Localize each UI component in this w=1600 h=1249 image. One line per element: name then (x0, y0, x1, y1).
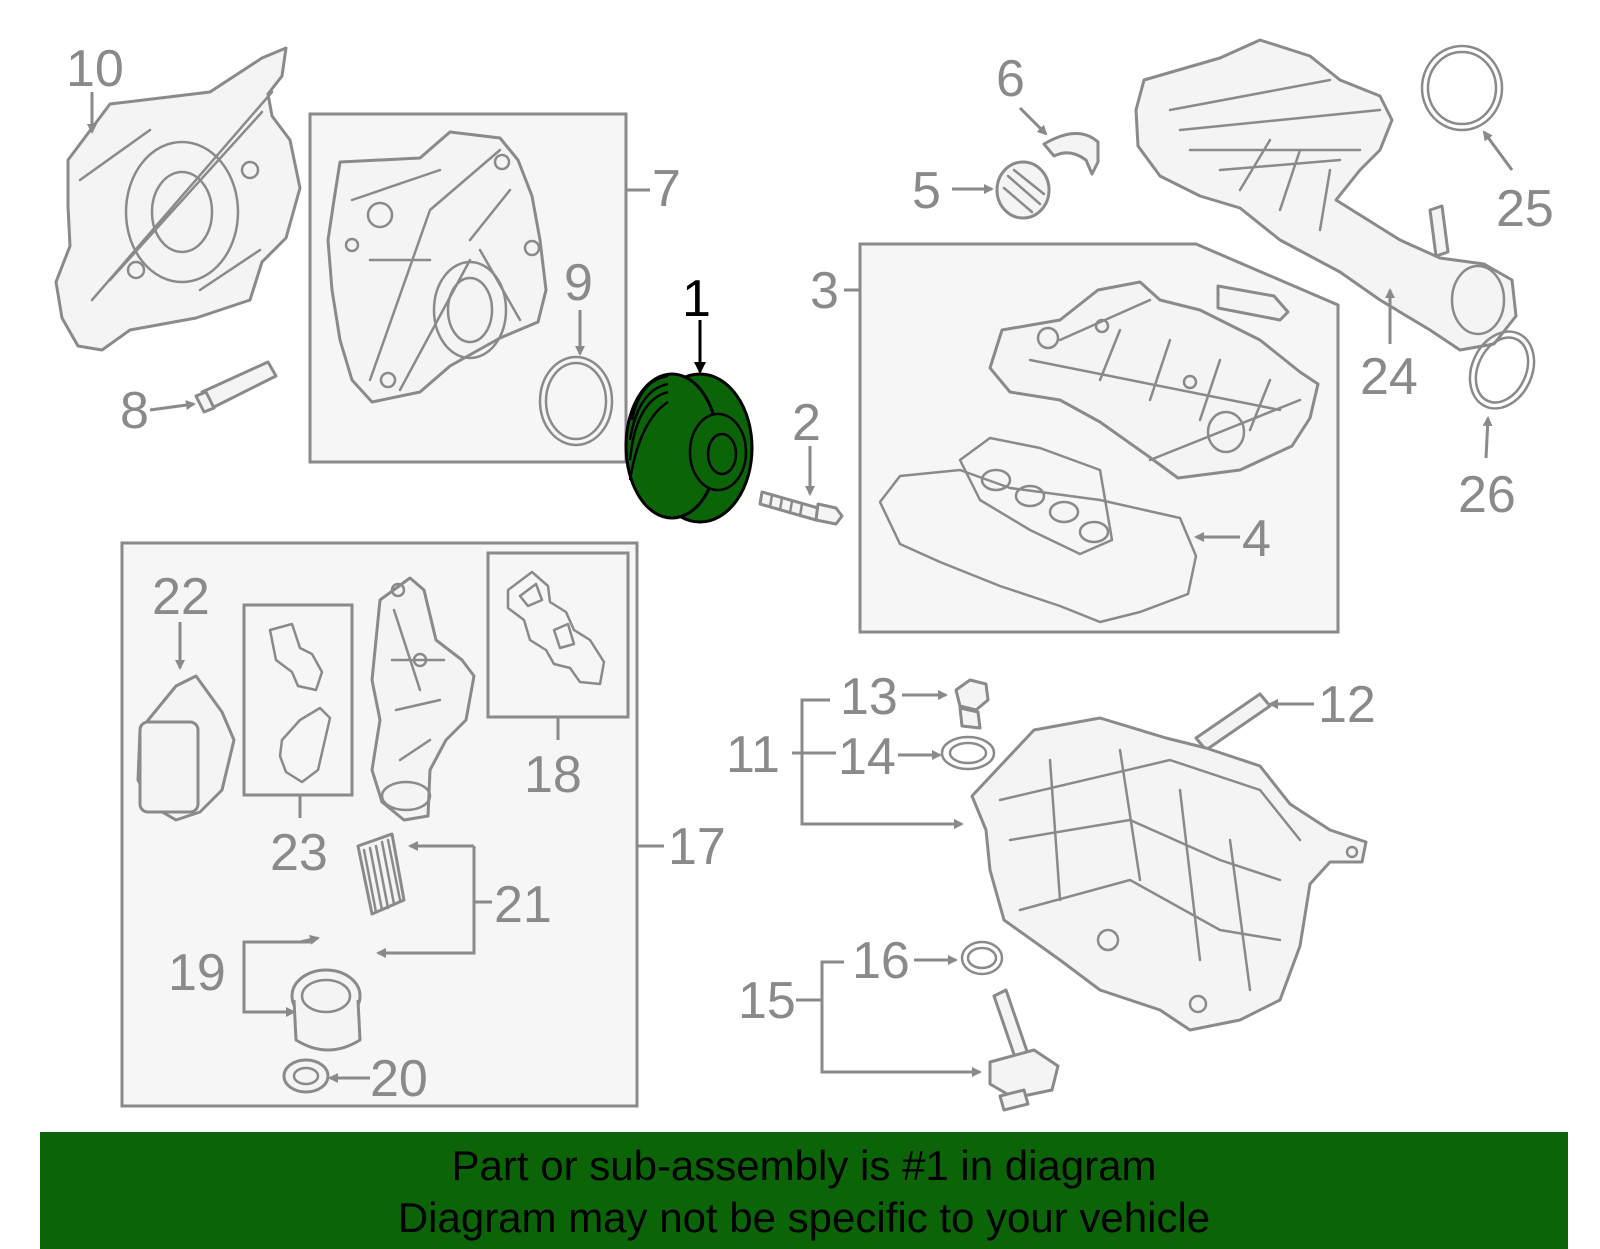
cap-seal-20-part (282, 1058, 330, 1094)
callout-4: 4 (1242, 510, 1271, 568)
sealant-tube-part (194, 360, 278, 414)
o-ring-26-part (1468, 330, 1536, 410)
front-seal-part (538, 355, 614, 447)
callout-20: 20 (370, 1050, 428, 1108)
callout-5: 5 (912, 162, 941, 220)
oil-filter-element-part (356, 832, 406, 916)
gasket-23-box (242, 603, 354, 797)
o-ring-25-part (1420, 44, 1504, 132)
callout-8: 8 (120, 382, 149, 440)
callout-16: 16 (852, 932, 910, 990)
oil-filler-cap-part (995, 160, 1051, 220)
callout-19: 19 (168, 944, 226, 1002)
oil-level-sensor-part (988, 988, 1060, 1112)
info-banner: Part or sub-assembly is #1 in diagram Di… (40, 1132, 1568, 1249)
callout-9: 9 (564, 254, 593, 312)
callout-14: 14 (838, 728, 896, 786)
cap-seal-part (1042, 132, 1100, 176)
crankshaft-pulley-part (624, 372, 754, 524)
callout-3: 3 (810, 262, 839, 320)
banner-line-1: Part or sub-assembly is #1 in diagram (451, 1142, 1157, 1189)
callout-17: 17 (668, 818, 726, 876)
callout-23: 23 (270, 824, 328, 882)
valve-cover-part (988, 280, 1320, 480)
gasket-set-23-part (268, 622, 332, 784)
callout-1: 1 (682, 270, 711, 328)
callout-18: 18 (524, 746, 582, 804)
callout-10: 10 (66, 40, 124, 98)
pulley-bolt-part (758, 490, 844, 526)
intake-manifold-part (1134, 38, 1518, 352)
callout-24: 24 (1360, 348, 1418, 406)
engine-cover-part (54, 46, 302, 352)
drain-washer-part (940, 735, 996, 771)
callout-22: 22 (152, 568, 210, 626)
oil-pan-part (970, 716, 1368, 1032)
callout-13: 13 (840, 668, 898, 726)
oil-cooler-part (136, 674, 236, 822)
oil-filter-housing-part (370, 576, 476, 822)
tube-12-part (1194, 692, 1272, 752)
callout-12: 12 (1318, 676, 1376, 734)
timing-cover-part (326, 130, 548, 404)
seal-16-part (960, 940, 1004, 976)
leader-lines (87, 92, 1514, 1083)
gasket-18-part (506, 570, 606, 686)
callout-15: 15 (738, 972, 796, 1030)
callout-21: 21 (494, 876, 552, 934)
callout-7: 7 (652, 160, 681, 218)
callout-6: 6 (996, 50, 1025, 108)
valve-cover-gasket-part (878, 436, 1198, 624)
filter-cap-part (290, 968, 362, 1052)
callout-26: 26 (1458, 466, 1516, 524)
callout-25: 25 (1496, 180, 1554, 238)
callout-11: 11 (726, 726, 780, 784)
callout-2: 2 (792, 394, 821, 452)
callout-labels: 1 2 3 4 5 6 7 8 9 10 11 12 13 14 15 16 1… (66, 40, 1554, 1108)
drain-plug-part (954, 678, 990, 730)
valve-cover-plate-part (1216, 284, 1290, 322)
gasket-18-box (486, 551, 630, 719)
banner-line-2: Diagram may not be specific to your vehi… (397, 1194, 1211, 1241)
